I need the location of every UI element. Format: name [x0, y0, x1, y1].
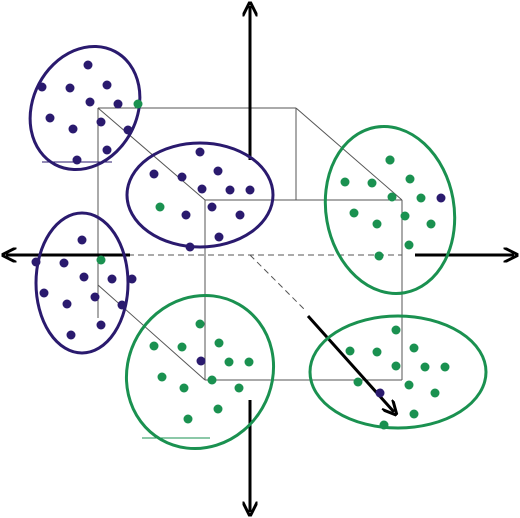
data-point-class-b: [353, 377, 363, 387]
cluster-center-top: [125, 141, 275, 252]
data-point-class-a: [31, 257, 41, 267]
data-point-class-a: [85, 97, 95, 107]
data-point-class-b: [149, 341, 159, 351]
data-point-class-a: [66, 330, 76, 340]
data-point-class-a: [195, 147, 205, 157]
data-point-class-b: [133, 99, 143, 109]
data-point-class-a: [83, 60, 93, 70]
cluster-ellipse: [34, 211, 130, 355]
data-point-class-b: [183, 414, 193, 424]
data-point-class-b: [374, 251, 384, 261]
cluster-ellipse: [125, 141, 275, 249]
data-point-class-b: [416, 193, 426, 203]
data-point-class-a: [68, 124, 78, 134]
data-point-class-b: [391, 325, 401, 335]
data-point-class-b: [420, 362, 430, 372]
data-point-class-a: [72, 155, 82, 165]
data-point-class-a: [117, 300, 127, 310]
data-point-class-a: [213, 166, 223, 176]
cluster-ellipse: [124, 293, 276, 451]
cube-edge-connect-tl: [97, 107, 206, 201]
data-point-class-b: [372, 347, 382, 357]
data-point-class-a: [214, 232, 224, 242]
data-point-class-a: [62, 299, 72, 309]
data-point-class-a: [375, 388, 385, 398]
data-point-class-b: [214, 338, 224, 348]
data-point-class-a: [207, 202, 217, 212]
cube-wireframe: [97, 107, 403, 381]
data-point-class-a: [59, 258, 69, 268]
data-point-class-b: [404, 380, 414, 390]
data-point-class-b: [426, 219, 436, 229]
data-point-class-a: [127, 274, 137, 284]
data-point-class-b: [385, 155, 395, 165]
data-point-class-b: [400, 211, 410, 221]
data-point-class-b: [207, 375, 217, 385]
cube-edge-connect-br-hidden: [249, 254, 306, 311]
cluster-top-right: [323, 125, 457, 295]
data-point-class-a: [149, 169, 159, 179]
cluster-middle-left: [31, 211, 137, 355]
data-point-class-a: [37, 82, 47, 92]
data-point-class-a: [197, 184, 207, 194]
data-point-class-a: [196, 356, 206, 366]
data-point-class-b: [224, 357, 234, 367]
data-point-class-a: [235, 210, 245, 220]
data-point-class-a: [107, 274, 117, 284]
data-point-class-a: [90, 292, 100, 302]
data-point-class-a: [79, 272, 89, 282]
data-point-class-b: [234, 383, 244, 393]
clusters: [28, 44, 488, 451]
cluster-ellipse: [308, 314, 488, 430]
data-point-class-a: [102, 145, 112, 155]
data-point-class-b: [409, 409, 419, 419]
cluster-top-left: [28, 44, 143, 172]
data-point-class-a: [181, 210, 191, 220]
data-point-class-a: [102, 80, 112, 90]
data-point-class-a: [185, 242, 195, 252]
data-point-class-a: [65, 83, 75, 93]
data-point-class-b: [440, 362, 450, 372]
data-point-class-b: [409, 343, 419, 353]
data-point-class-b: [349, 208, 359, 218]
data-point-class-a: [96, 320, 106, 330]
data-point-class-b: [345, 346, 355, 356]
cube-edge-connect-tr: [295, 107, 403, 201]
data-point-class-b: [404, 240, 414, 250]
data-point-class-b: [391, 361, 401, 371]
data-point-class-b: [244, 357, 254, 367]
data-point-class-a: [123, 125, 133, 135]
data-point-class-b: [177, 342, 187, 352]
data-point-class-a: [96, 117, 106, 127]
data-point-class-b: [213, 404, 223, 414]
cluster-bottom-center: [124, 293, 276, 451]
cube-edge-connect-bl: [97, 284, 206, 381]
data-point-class-b: [195, 319, 205, 329]
data-point-class-a: [39, 288, 49, 298]
cluster-ellipse: [323, 125, 457, 295]
data-point-class-b: [430, 388, 440, 398]
data-point-class-b: [379, 420, 389, 430]
data-point-class-a: [113, 99, 123, 109]
data-point-class-b: [372, 219, 382, 229]
data-point-class-b: [340, 177, 350, 187]
data-point-class-b: [155, 202, 165, 212]
data-point-class-a: [436, 193, 446, 203]
data-point-class-a: [45, 113, 55, 123]
data-point-class-a: [225, 185, 235, 195]
cluster-bottom-right: [308, 314, 488, 430]
data-point-class-b: [387, 192, 397, 202]
data-point-class-b: [179, 383, 189, 393]
data-point-class-a: [77, 235, 87, 245]
data-point-class-a: [177, 172, 187, 182]
data-point-class-b: [157, 372, 167, 382]
data-point-class-b: [96, 255, 106, 265]
data-point-class-b: [367, 178, 377, 188]
axes: [6, 6, 514, 512]
data-point-class-a: [245, 185, 255, 195]
data-point-class-b: [405, 174, 415, 184]
